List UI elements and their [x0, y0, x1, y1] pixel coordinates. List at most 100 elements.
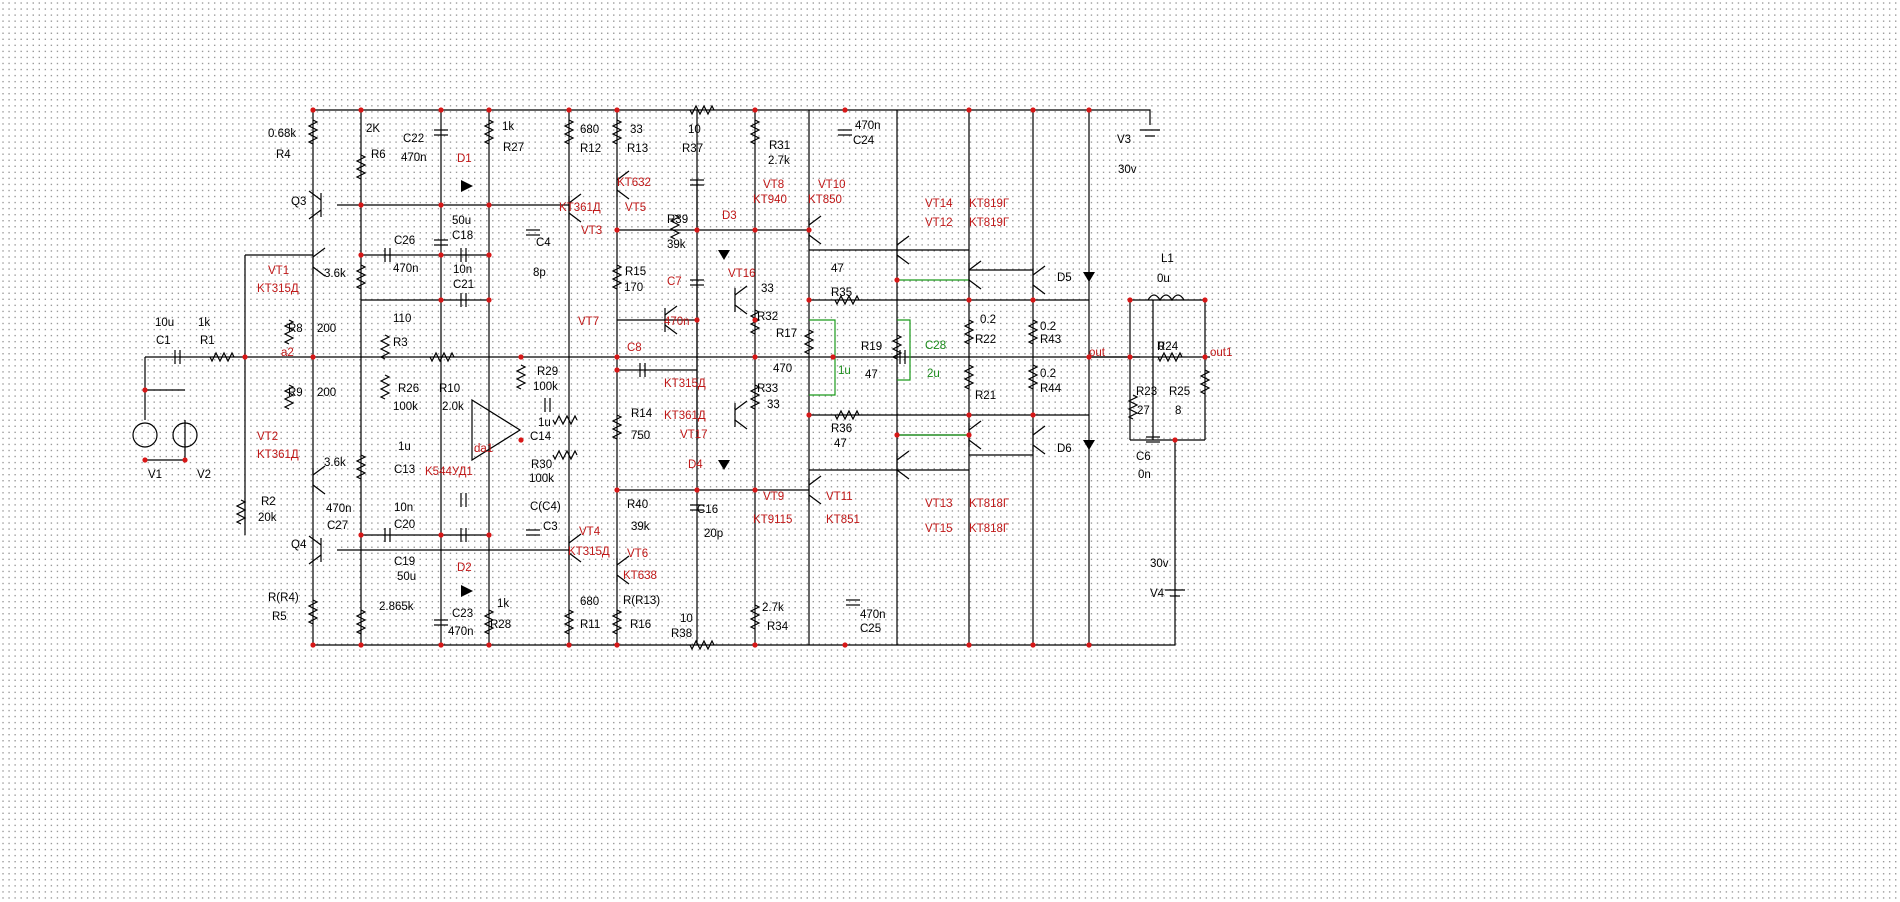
VT3-type: KT361Д	[559, 202, 601, 214]
VT10-type: KT850	[808, 194, 842, 206]
V1-label: V1	[148, 469, 162, 481]
resistor-symbol	[1127, 394, 1139, 420]
D3-diode	[718, 250, 730, 260]
transistor-symbol	[896, 254, 910, 265]
R30-label: R30	[531, 459, 552, 471]
resistor-symbol	[355, 454, 367, 480]
VT5-type: KT632	[617, 177, 651, 189]
L1-inductor	[1147, 294, 1185, 302]
resistor-symbol	[1157, 351, 1183, 363]
transistor-symbol	[1032, 425, 1046, 436]
R12-label: R12	[580, 143, 601, 155]
C26-value: 470n	[393, 263, 419, 275]
C16-label: C16	[697, 504, 718, 516]
resistor-symbol	[1199, 369, 1211, 395]
R15-value: 170	[624, 282, 643, 294]
resistor-symbol	[669, 214, 681, 240]
junction-dot	[1086, 354, 1092, 360]
VT6-type: KT638	[623, 570, 657, 582]
R16-label: R16	[630, 619, 651, 631]
VT15-type: KT818Г	[969, 523, 1010, 535]
R35-label: R35	[831, 287, 852, 299]
resistor-symbol	[891, 334, 903, 360]
transistor-symbol	[968, 420, 982, 431]
junction-dot	[806, 297, 812, 303]
resistor-symbol	[355, 609, 367, 635]
C7-value: 470n	[664, 316, 690, 328]
resistor-symbol	[355, 154, 367, 180]
VT9-label: VT9	[763, 491, 784, 503]
VT8-label: VT8	[763, 179, 784, 191]
transistor-symbol	[1032, 265, 1046, 276]
resistor-symbol	[283, 319, 295, 345]
C19-value: 50u	[397, 571, 416, 583]
R34-label: R34	[767, 621, 789, 633]
transistor-symbol	[734, 419, 748, 430]
junction-dot	[614, 227, 620, 233]
transistor-symbol	[568, 533, 582, 544]
C6-value: 0n	[1138, 469, 1151, 481]
R2-value: 20k	[258, 512, 277, 524]
transistor-symbol	[568, 193, 582, 204]
R22-value: 0.2	[980, 314, 996, 326]
transistor-symbol	[896, 469, 910, 480]
resistor-symbol	[235, 499, 247, 525]
resistor-symbol	[563, 609, 575, 635]
C3-note: C(C4)	[530, 501, 561, 513]
R36b-value: 3.6k	[324, 457, 346, 469]
C6-label: C6	[1136, 451, 1151, 463]
junction-dot	[142, 457, 148, 463]
R21-label: R21	[975, 390, 996, 402]
VT17-type: KT361Д	[664, 410, 706, 422]
R1-value: 1k	[198, 317, 210, 329]
junction-dot	[966, 412, 972, 418]
resistor-symbol	[379, 334, 391, 360]
VT2-type: KT361Д	[257, 449, 299, 461]
transistor-symbol	[968, 439, 982, 450]
R5-value-36: 3.6k	[324, 268, 346, 280]
junction-dot	[1030, 412, 1036, 418]
junction-dot	[438, 202, 444, 208]
out-label: out	[1089, 347, 1106, 359]
R200a-value: 200	[317, 323, 336, 335]
junction-dot	[358, 107, 364, 113]
transistor-symbol	[896, 235, 910, 246]
resistor-symbol	[963, 364, 975, 390]
resistor-symbol	[611, 119, 623, 145]
R36-value: 47	[834, 438, 847, 450]
R33-label: R33	[757, 383, 778, 395]
junction-dot	[842, 107, 848, 113]
R10-value: 2.0k	[442, 401, 464, 413]
junction-dot	[694, 317, 700, 323]
junction-dot	[806, 412, 812, 418]
junction-dot	[1172, 437, 1178, 443]
resistor-symbol	[749, 119, 761, 145]
R23-value: 27	[1137, 405, 1150, 417]
R13-value: 33	[630, 124, 643, 136]
transistor-symbol	[312, 266, 326, 277]
C18-label: C18	[452, 230, 473, 242]
transistor-symbol	[616, 555, 630, 566]
R4-label: R4	[276, 149, 291, 161]
labels: 0.68k R4 2K R6 C22 470n 1k R27 D1 680 R1…	[148, 120, 1232, 640]
junction-dot	[1030, 642, 1036, 648]
junction-dot	[486, 297, 492, 303]
VT8-type: KT940	[753, 194, 787, 206]
D2-label: D2	[457, 562, 472, 574]
R19-label: R19	[861, 341, 882, 353]
junction-dot	[242, 354, 248, 360]
junction-dot	[842, 642, 848, 648]
component-symbols	[132, 104, 1211, 651]
C24-value: 470n	[855, 120, 881, 132]
R6-label: R6	[371, 149, 386, 161]
C3-label: C3	[543, 521, 558, 533]
junction-dot	[358, 202, 364, 208]
R37-label: R37	[682, 143, 703, 155]
L1-value: 0u	[1157, 273, 1170, 285]
V2-label: V2	[197, 469, 211, 481]
C7-label: C7	[667, 276, 682, 288]
transistor-symbol	[308, 554, 322, 565]
transistor-symbol	[308, 535, 322, 546]
